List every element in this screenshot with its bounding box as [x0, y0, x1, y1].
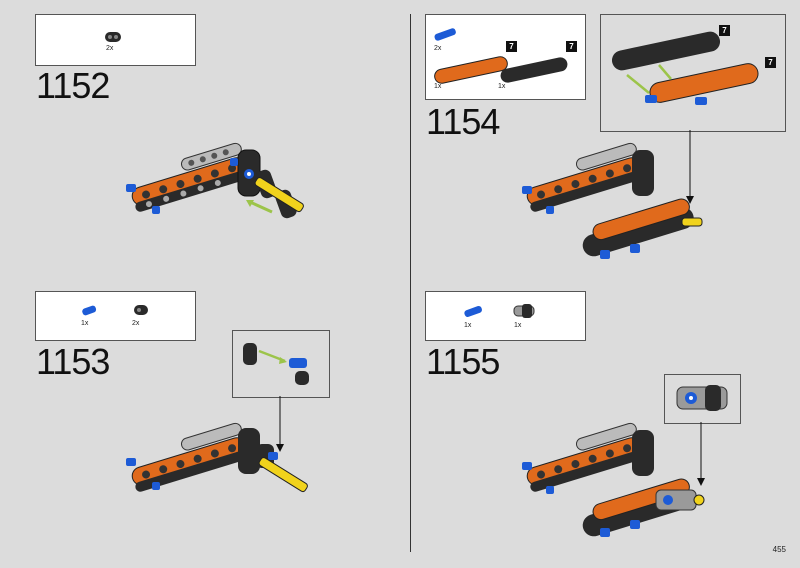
gray-connector-part-icon — [513, 304, 535, 318]
part-quantity: 1x — [498, 83, 506, 90]
black-link-part-icon — [134, 305, 148, 315]
step-number: 1153 — [36, 341, 110, 382]
step-number: 1152 — [36, 65, 110, 106]
black-beam-7-part-icon — [500, 57, 568, 83]
parts-list-box: 1x 1x — [425, 291, 586, 341]
column-divider — [410, 14, 411, 552]
part-quantity: 1x — [464, 322, 472, 329]
blue-pin-part-icon — [82, 305, 97, 316]
length-badge: 7 — [506, 41, 517, 52]
part-quantity: 2x — [132, 320, 140, 327]
sub-assembly-callout — [232, 330, 330, 398]
step-number: 1155 — [426, 341, 500, 382]
length-badge: 7 — [765, 57, 776, 68]
part-quantity: 2x — [106, 45, 114, 52]
black-link-part-icon — [105, 32, 121, 42]
part-quantity: 1x — [81, 320, 89, 327]
part-quantity: 1x — [514, 322, 522, 329]
blue-pin-part-icon — [434, 28, 456, 41]
part-quantity: 2x — [434, 45, 442, 52]
step-number: 1154 — [426, 101, 500, 142]
page-number: 455 — [772, 545, 786, 554]
length-badge: 7 — [566, 41, 577, 52]
blue-pin-part-icon — [464, 305, 482, 317]
sub-assembly-callout: 7 7 — [600, 14, 786, 132]
part-quantity: 1x — [434, 83, 442, 90]
parts-list-box: 2x — [35, 14, 196, 66]
length-badge: 7 — [719, 25, 730, 36]
parts-list-box: 1x 2x — [35, 291, 196, 341]
sub-assembly-callout — [664, 374, 741, 424]
orange-beam-7-part-icon — [434, 56, 508, 84]
parts-list-box: 2x 1x 1x 7 7 — [425, 14, 586, 100]
